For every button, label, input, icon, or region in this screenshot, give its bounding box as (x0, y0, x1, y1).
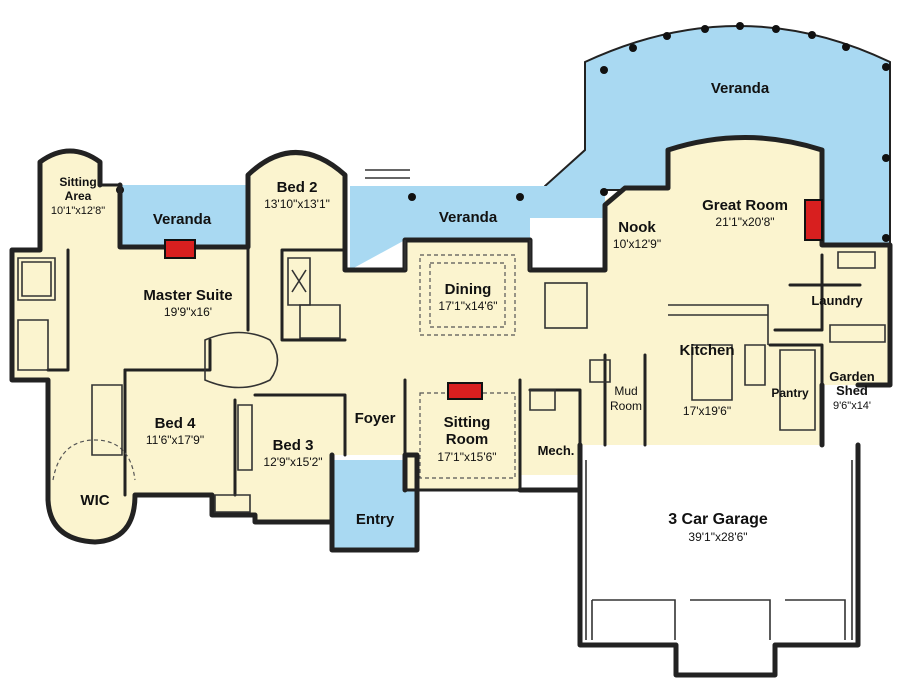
bed2-size: 13'10"x13'1" (264, 197, 330, 211)
laundry-label: Laundry (811, 293, 863, 308)
mud-room-label-line1: Mud (614, 384, 637, 398)
nook-size: 10'x12'9" (613, 237, 661, 251)
interior-walls (46, 183, 862, 497)
mech-label: Mech. (538, 443, 575, 458)
bed3-label: Bed 3 (273, 437, 314, 454)
sitting-area-size: 10'1"x12'8" (51, 205, 105, 217)
veranda-center-label: Veranda (439, 209, 498, 226)
wic-label: WIC (80, 492, 109, 509)
veranda-master-area (120, 185, 248, 247)
master-suite-label: Master Suite (143, 287, 232, 304)
great-room-label: Great Room (702, 197, 788, 214)
veranda-posts (116, 22, 890, 242)
entry-label: Entry (356, 511, 395, 528)
veranda-master-label: Veranda (153, 211, 212, 228)
garden-shed-size: 9'6"x14' (833, 400, 871, 412)
fireplace-great-room-icon (804, 199, 823, 241)
great-room-size: 21'1"x20'8" (715, 215, 774, 229)
bed4-size: 11'6"x17'9" (146, 433, 204, 447)
garage-outline (577, 442, 861, 678)
sitting-area-label-line2: Area (65, 189, 92, 203)
sitting-area-label-line1: Sitting (59, 175, 96, 189)
fixture-details (17, 169, 886, 513)
nook-label: Nook (618, 219, 656, 236)
garage-label: 3 Car Garage (668, 511, 768, 528)
dining-label: Dining (445, 281, 492, 298)
dining-size: 17'1"x14'6" (438, 299, 497, 313)
bed4-label: Bed 4 (155, 415, 197, 432)
interior-area (12, 137, 890, 542)
mud-room-label-line2: Room (610, 399, 642, 413)
sitting-room-label-line1: Sitting (444, 414, 491, 431)
master-suite-size: 19'9"x16' (164, 305, 212, 319)
garden-shed-label-line2: Shed (836, 383, 868, 398)
veranda-rear-label: Veranda (711, 80, 770, 97)
garden-shed-label-line1: Garden (829, 369, 875, 384)
garage-size: 39'1"x28'6" (688, 530, 747, 544)
kitchen-size: 17'x19'6" (683, 404, 731, 418)
bed2-label: Bed 2 (277, 179, 318, 196)
exterior-wall (9, 135, 893, 553)
fireplace-master-icon (164, 239, 196, 259)
sitting-room-size: 17'1"x15'6" (437, 450, 496, 464)
fireplace-sitting-icon (447, 382, 483, 400)
foyer-label: Foyer (355, 410, 396, 427)
bed3-size: 12'9"x15'2" (263, 455, 322, 469)
pantry-label: Pantry (771, 386, 809, 400)
sitting-room-label-line2: Room (446, 431, 489, 448)
kitchen-label: Kitchen (679, 342, 734, 359)
